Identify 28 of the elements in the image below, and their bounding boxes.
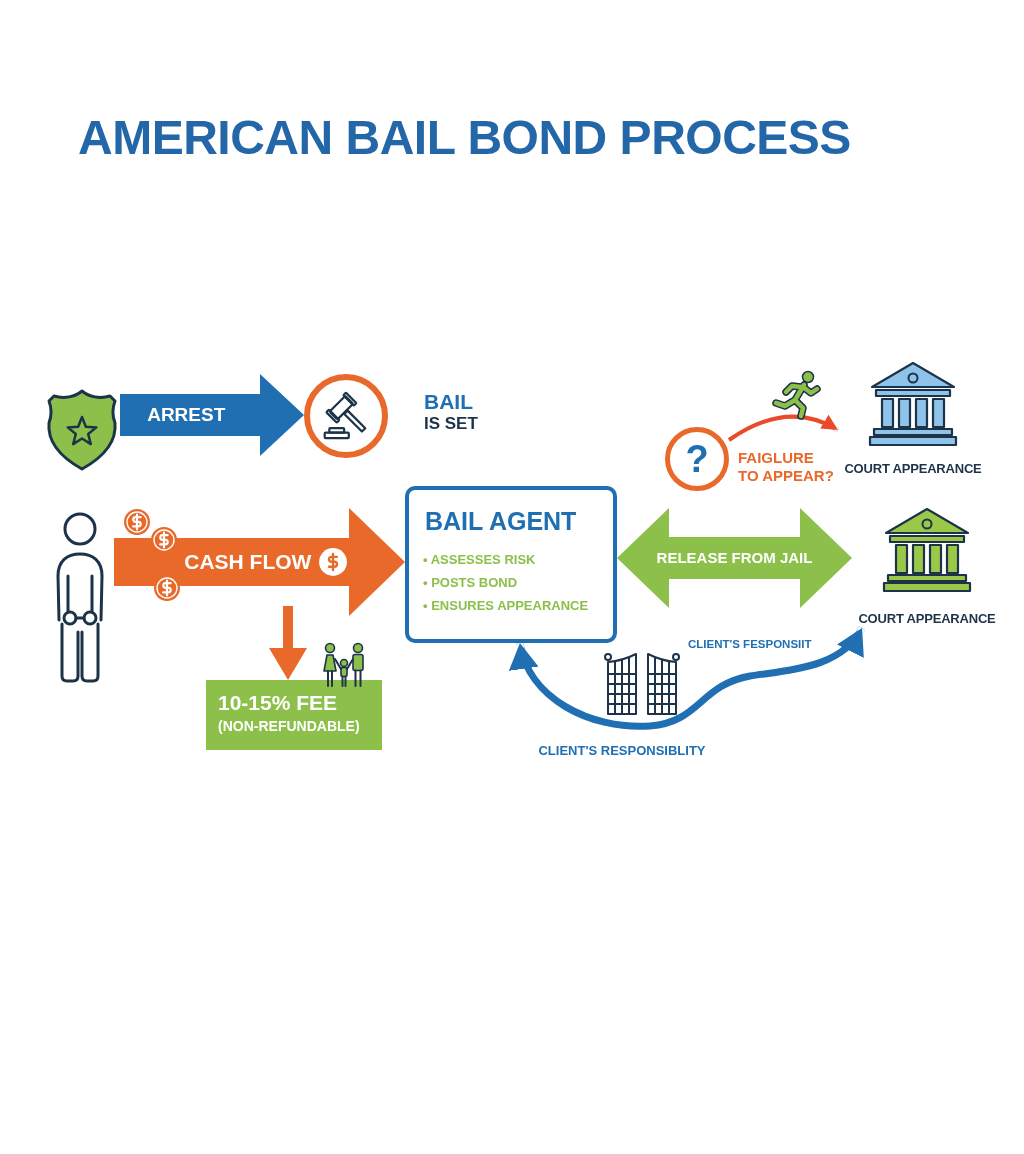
bullet-item: • ENSURES APPEARANCE <box>423 597 589 615</box>
curved-arrow <box>511 626 866 730</box>
down-arrow <box>269 606 307 680</box>
question-ring <box>665 427 729 491</box>
step-caption: IS SET <box>424 414 478 434</box>
edge-label: CASH FLOW <box>184 549 312 575</box>
bullet-item: • POSTS BOND <box>423 574 518 592</box>
court-caption: COURT APPEARANCE <box>858 610 996 628</box>
agent-card <box>405 486 617 643</box>
fee-note: (NON-REFUNDABLE) <box>218 717 360 736</box>
bullet-item: • ASSESSES RISK <box>423 551 536 569</box>
block-arrow <box>114 508 405 616</box>
edge-label: RELEASE FROM JAIL <box>656 549 813 567</box>
gavel-ring <box>304 374 388 458</box>
court-caption: COURT APPEARANCE <box>844 460 982 478</box>
title: AMERICAN BAIL BOND PROCESS <box>78 114 851 162</box>
fee-tag <box>206 680 382 750</box>
curve-label: CLIENT'S FESPONSIIT <box>688 638 812 652</box>
warning-caption: FAIGLURE TO APPEAR? <box>738 449 834 485</box>
edge-label: CLIENT'S RESPONSIBLITY <box>538 743 706 759</box>
fee-amount: 10-15% FEE <box>218 690 338 716</box>
card-heading: BAIL AGENT <box>425 506 577 536</box>
block-arrow <box>120 374 304 456</box>
curved-arrow <box>727 414 839 442</box>
edge-label: ARREST <box>147 403 226 427</box>
double-block-arrow <box>617 508 852 609</box>
step-caption: BAIL <box>424 389 473 414</box>
question-mark: ? <box>685 440 709 478</box>
